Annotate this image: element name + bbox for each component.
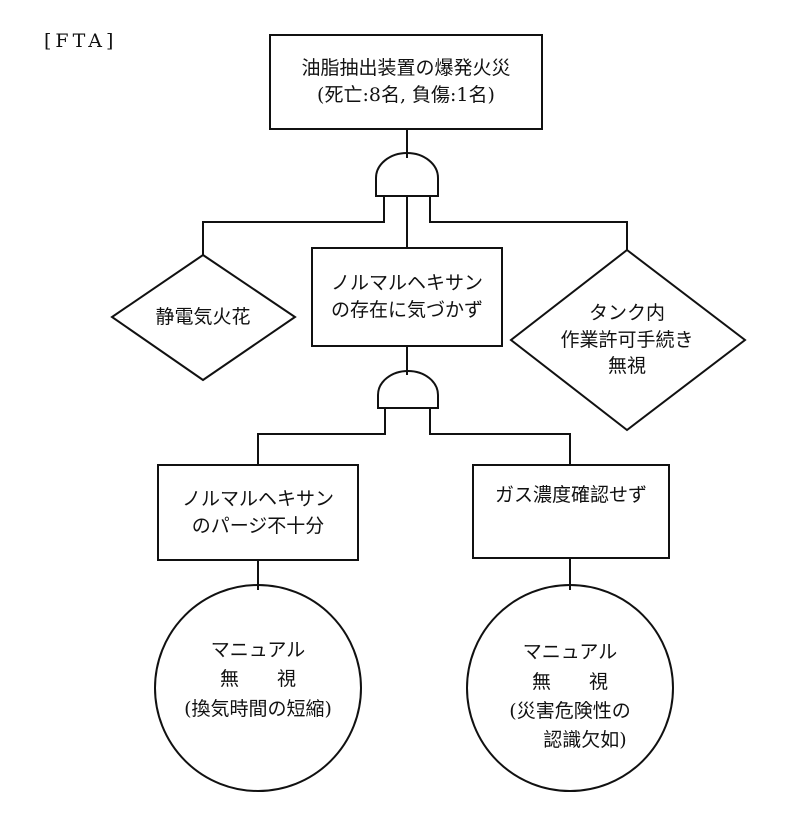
circle-right-line1: マニュアル [522,641,618,664]
right-diamond-line1: タンク内 [588,302,665,325]
circle-right-line2: 無 視 [531,670,608,693]
right-diamond-text: タンク内 作業許可手続き 無視 [530,290,724,390]
purge-box-line1: ノルマルヘキサン [181,487,334,510]
purge-box-text: ノルマルヘキサン のパージ不十分 [158,465,358,560]
middle-box-text: ノルマルヘキサン の存在に気づかず [312,248,502,346]
circle-left [154,584,362,792]
circle-right [466,584,674,792]
left-diamond [110,253,297,382]
right-diamond [509,248,747,432]
and-gate-2 [377,370,439,409]
purge-box-line2: のパージ不十分 [191,514,325,537]
right-diamond-line3: 無視 [607,355,646,378]
connector-gate2-gas-box [429,408,571,465]
and-gate-1 [375,152,439,197]
circle-right-line3: (災害危険性の [509,700,631,722]
diagram-heading: [FTA] [44,30,118,52]
middle-box-line1: ノルマルヘキサン [330,272,483,295]
connector-gate1-left-diamond [202,196,385,255]
circle-right-line4: 認識欠如) [543,729,627,752]
connector-gate1-right-diamond [429,196,628,250]
circle-left-text: マニュアル 無 視 (換気時間の短縮) [160,625,356,735]
left-diamond-label: 静電気火花 [155,305,251,328]
middle-box-line2: の存在に気づかず [330,299,483,321]
right-diamond-line2: 作業許可手続き [560,328,694,351]
connector-gate2-purge-box [257,408,386,465]
circle-left-line3: (換気時間の短縮) [184,697,332,720]
gas-box-label: ガス濃度確認せず [494,483,647,506]
top-event-text: 油脂抽出装置の爆発火災 (死亡:8名, 負傷:1名) [270,35,542,129]
top-event-line2: (死亡:8名, 負傷:1名) [317,84,495,106]
circle-left-line1: マニュアル [210,638,306,661]
top-event-line1: 油脂抽出装置の爆発火災 [301,57,511,80]
circle-left-line2: 無 視 [219,668,296,691]
circle-right-text: マニュアル 無 視 (災害危険性の 認識欠如) [472,632,668,762]
